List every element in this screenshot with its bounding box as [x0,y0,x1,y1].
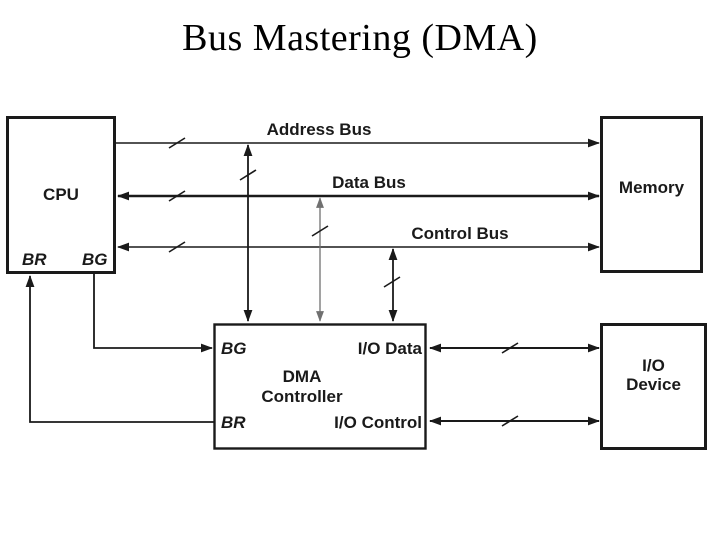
dma-controller-box [213,323,427,450]
control-bus-width-slash [168,241,186,253]
io-device-label-line2: Device [626,375,681,394]
control-bus-label: Control Bus [411,224,509,243]
bus-request-line [25,275,214,423]
dma-bus-grant-pin-label: BG [221,339,247,358]
address-tap-width-slash [239,169,257,181]
io-device-label-line1: I/O [642,356,665,375]
bus-width-slashes [168,137,519,427]
cpu-box [6,116,116,274]
data-bus-label: Data Bus [332,173,406,192]
cpu-label: CPU [43,185,79,204]
address-bus-width-slash [168,137,186,149]
dma-controller-label-line1: DMA [282,367,322,386]
io-control-width-slash [501,415,519,427]
data-tap-width-slash [311,225,329,237]
data-bus-width-slash [168,190,186,202]
cpu-bus-request-pin-label: BR [22,250,47,269]
io-data-width-slash [501,342,519,354]
dma-io-data-port-label: I/O Data [357,339,422,358]
dma-bus-request-pin-label: BR [221,413,246,432]
address-bus-label: Address Bus [266,120,372,139]
memory-label: Memory [618,178,685,197]
control-tap-width-slash [383,276,401,288]
dma-controller-label-line2: Controller [261,387,343,406]
cpu-bus-grant-pin-label: BG [82,250,108,269]
bus-grant-line [93,273,213,353]
io-device-box [600,323,707,450]
io-device-label: I/O Device [600,356,707,394]
memory-box [600,116,703,273]
dma-io-control-port-label: I/O Control [334,413,422,432]
slide-title: Bus Mastering (DMA) [182,17,538,59]
dma-controller-label: DMA Controller [232,367,372,407]
